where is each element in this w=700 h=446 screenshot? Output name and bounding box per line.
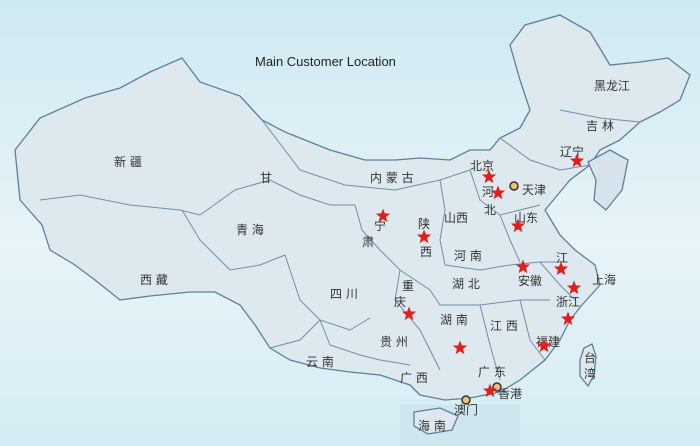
label-guangdong: 广 东: [478, 365, 506, 379]
korea-peninsula: [587, 149, 629, 211]
label-yunnan: 云 南: [306, 354, 334, 369]
hainan-island: [413, 407, 459, 435]
label-hainan: 海 南: [418, 418, 446, 433]
customer-star-shanghai: [566, 280, 582, 295]
label-anhui: 安徽: [518, 273, 542, 288]
label-gansu: 甘: [260, 171, 272, 185]
customer-star-anhui: [515, 259, 531, 274]
taiwan-island: [579, 343, 597, 388]
label-heilongjiang: 黑龙江: [594, 79, 630, 93]
label-hunan: 湖 南: [440, 312, 468, 327]
customer-star-hebei: [490, 185, 506, 200]
customer-star-hunan: [452, 340, 468, 355]
label-jiangxi: 江 西: [490, 319, 518, 333]
label-shandong: 山东: [514, 211, 538, 225]
label-xizang: 西 藏: [140, 273, 168, 287]
customer-star-shandong: [510, 218, 526, 233]
label-hebei-2: 北: [484, 203, 496, 217]
label-chongqing-2: 庆: [394, 295, 406, 309]
label-shanxi: 山西: [444, 211, 468, 225]
customer-star-liaoning: [569, 153, 585, 168]
label-guangxi: 广 西: [400, 371, 428, 385]
label-shaanxi-1: 陕: [418, 216, 430, 231]
city-markers: [461, 181, 519, 405]
customer-stars: [375, 153, 585, 398]
label-jiangsu: 江: [556, 251, 568, 265]
label-su: 肃: [362, 235, 374, 249]
label-taiwan-1: 台: [584, 350, 596, 365]
label-tianjin: 天津: [522, 183, 546, 197]
label-jilin: 吉 林: [586, 119, 614, 133]
tianjin-marker: [509, 181, 519, 191]
label-neimenggu: 内 蒙 古: [370, 170, 414, 185]
label-hebei-1: 河: [482, 185, 494, 199]
label-ningxia: 宁: [374, 218, 386, 233]
label-chongqing-1: 重: [402, 279, 414, 293]
customer-star-fujian: [536, 338, 552, 353]
customer-star-guangdong: [482, 383, 498, 398]
macao-marker: [461, 395, 471, 405]
label-shanghai: 上海: [592, 272, 616, 287]
label-sichuan: 四 川: [330, 287, 358, 301]
label-hubei: 湖 北: [452, 276, 480, 291]
customer-star-shaanxi: [416, 229, 432, 244]
label-beijing: 北京: [470, 159, 494, 173]
label-liaoning: 辽宁: [560, 144, 584, 159]
label-taiwan-2: 湾: [584, 366, 596, 381]
province-borders: [39, 109, 641, 381]
map-title: Main Customer Location: [255, 54, 396, 69]
label-henan: 河 南: [454, 248, 482, 263]
label-guizhou: 贵 州: [380, 335, 408, 349]
label-macao: 澳门: [454, 402, 478, 417]
mainland-outline: [14, 14, 691, 401]
customer-star-jiangsu: [553, 261, 569, 276]
customer-star-zhejiang: [560, 311, 576, 326]
label-hongkong: 香港: [498, 387, 522, 401]
customer-star-chongqing: [401, 306, 417, 321]
label-fujian: 福建: [536, 334, 560, 349]
province-labels: 新 疆 西 藏 青 海 甘 内 蒙 古 黑龙江 吉 林 辽宁 北京 天津 河 北…: [114, 79, 630, 433]
label-qinghai: 青 海: [236, 222, 264, 237]
label-zhejiang: 浙江: [556, 295, 580, 309]
customer-star-beijing: [481, 169, 497, 184]
label-xinjiang: 新 疆: [114, 154, 142, 169]
label-shaanxi-2: 西: [420, 245, 432, 259]
customer-star-ningxia: [375, 208, 391, 223]
